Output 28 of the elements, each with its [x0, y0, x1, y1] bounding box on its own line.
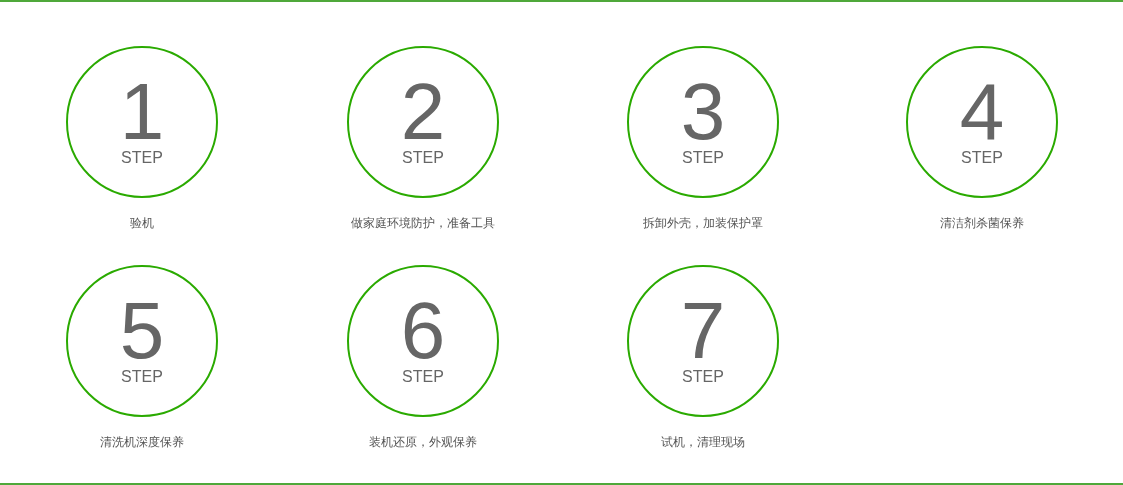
step-number: 2	[400, 72, 446, 152]
step-label: STEP	[402, 150, 444, 166]
step-caption: 拆卸外壳，加装保护罩	[643, 215, 763, 231]
step-number: 6	[400, 291, 446, 371]
step-label: STEP	[961, 150, 1003, 166]
step-circle	[627, 46, 779, 198]
step-number: 1	[119, 72, 165, 152]
step-caption: 清洗机深度保养	[100, 434, 184, 450]
step-number: 5	[119, 291, 165, 371]
step-caption: 装机还原，外观保养	[369, 434, 477, 450]
step-label: STEP	[121, 150, 163, 166]
step-circle	[66, 46, 218, 198]
step-number: 3	[680, 72, 726, 152]
step-number: 7	[680, 291, 726, 371]
step-circle	[347, 265, 499, 417]
step-caption: 验机	[130, 215, 154, 231]
step-caption: 做家庭环境防护，准备工具	[351, 215, 495, 231]
step-circle	[66, 265, 218, 417]
step-caption: 清洁剂杀菌保养	[940, 215, 1024, 231]
step-circle	[347, 46, 499, 198]
step-label: STEP	[682, 369, 724, 385]
step-label: STEP	[402, 369, 444, 385]
step-caption: 试机，清理现场	[661, 434, 745, 450]
step-circle	[627, 265, 779, 417]
step-label: STEP	[682, 150, 724, 166]
step-label: STEP	[121, 369, 163, 385]
step-number: 4	[959, 72, 1005, 152]
step-circle	[906, 46, 1058, 198]
